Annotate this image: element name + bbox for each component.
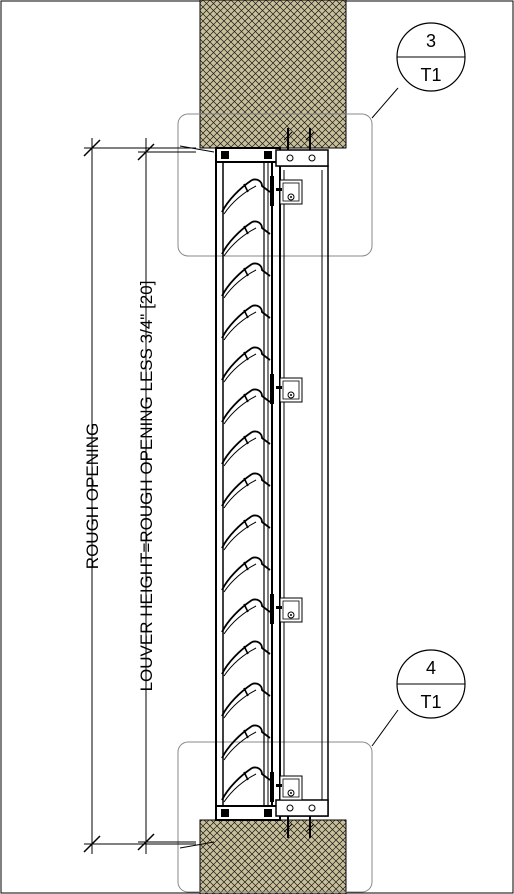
callout-3-sheet: T1 [420, 65, 441, 85]
detail-box-4 [177, 741, 373, 893]
screen-frame [275, 149, 329, 817]
leader-4 [371, 709, 399, 747]
wall-upper [199, 0, 347, 149]
anchor-top [283, 128, 315, 150]
detail-callout-3[interactable]: 3 T1 [396, 22, 466, 92]
mounting-clips [269, 175, 303, 803]
rough-opening-label: ROUGH OPENING [83, 423, 102, 569]
leader-3 [371, 87, 399, 119]
louver-height-dimension: LOUVER HEIGHT=ROUGH OPENING LESS 3/4" [2… [137, 138, 215, 854]
callout-4-sheet: T1 [420, 692, 441, 712]
louver-blades [221, 178, 271, 803]
anchor-bottom [283, 816, 315, 838]
callout-3-number: 3 [426, 31, 436, 51]
detail-box-3 [177, 113, 373, 257]
detail-callout-4[interactable]: 4 T1 [396, 649, 466, 719]
rough-opening-dimension: ROUGH OPENING [83, 138, 196, 854]
louver-height-label: LOUVER HEIGHT=ROUGH OPENING LESS 3/4" [2… [137, 281, 156, 692]
callout-4-number: 4 [426, 658, 436, 678]
wall-lower [199, 819, 347, 894]
